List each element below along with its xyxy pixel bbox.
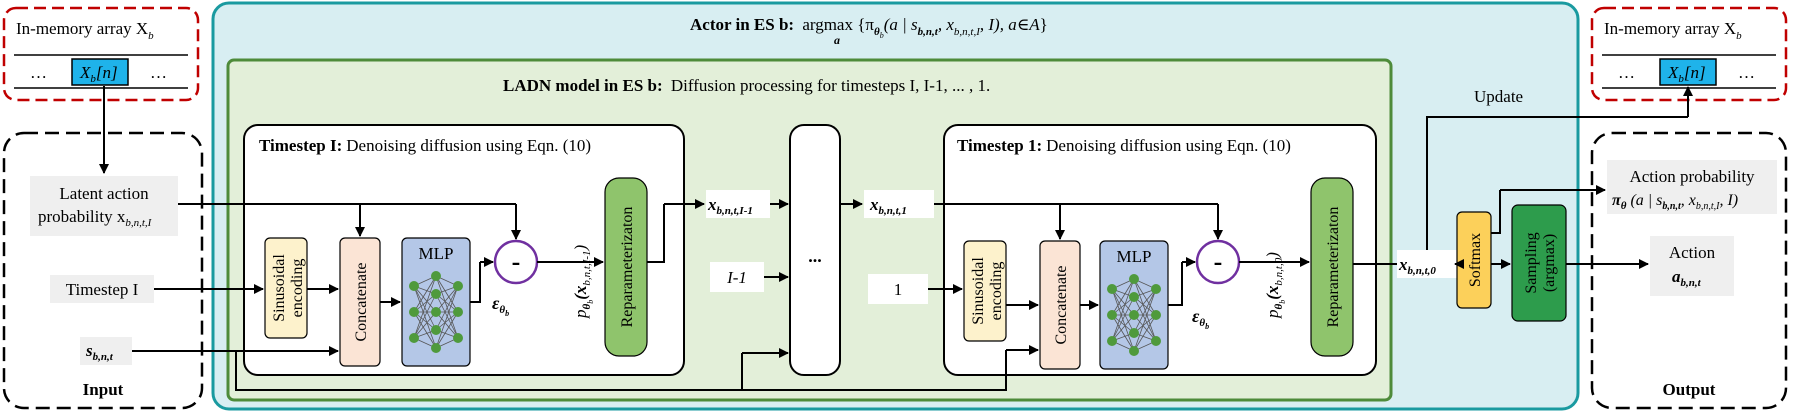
step-one-label: 1 <box>894 280 903 299</box>
ellipsis-label: ... <box>808 246 822 266</box>
memory-left-cell <box>71 58 129 86</box>
action-prob-bg <box>1607 160 1777 214</box>
minus-node-I-symbol: - <box>512 247 521 276</box>
state-input: sb,n,t <box>85 341 114 363</box>
p-label-I: pθb(xb,n,t,I-1) <box>571 244 595 319</box>
input-label: Input <box>83 380 124 399</box>
timestep-input: Timestep I <box>66 280 139 299</box>
action-bg <box>1650 236 1734 296</box>
memory-right-cell <box>1659 58 1717 86</box>
output-label: Output <box>1663 380 1716 399</box>
x-out-label: xb,n,t,I-1 <box>707 195 753 217</box>
reparameterization-I-label: Reparameterizaton <box>619 207 636 328</box>
p-label-1: pθb(xb,n,t,0) <box>1263 252 1287 319</box>
memory-right-dots-left: … <box>1618 63 1635 82</box>
action-prob-line1: Action probability <box>1629 167 1755 186</box>
concatenate-1-label: Concatenate <box>1053 265 1070 344</box>
connection-wires <box>99 86 1693 391</box>
memory-left-dots-left: … <box>30 63 47 82</box>
concatenate-I-label: Concatenate <box>353 262 370 341</box>
minus-node-1-symbol: - <box>1214 247 1223 276</box>
step-label-bg <box>710 262 764 292</box>
action-line1: Action <box>1669 243 1716 262</box>
x0-label: xb,n,t,0 <box>1398 255 1436 277</box>
x-in-label-bg <box>864 190 934 218</box>
latent-line2: probability xb,n,t,I <box>38 207 153 229</box>
memory-array-left <box>2 6 200 102</box>
input-box <box>2 131 204 410</box>
actor-argmax-var: a <box>834 33 840 47</box>
memory-right-dots-right: … <box>1738 63 1755 82</box>
mlp-1-label: MLP <box>1117 247 1152 266</box>
x-out-label-bg <box>706 190 770 218</box>
memory-array-left-title: In-memory array Xb <box>16 19 154 42</box>
sinusoidal-encoding-I-label: Sinusoidalencoding <box>271 254 306 322</box>
action-prob-line2: πθ (a | sb,n,t, xb,n,t,I, I) <box>1612 192 1738 212</box>
timestep-input-bg <box>50 275 154 303</box>
mlp-1-network-icon <box>1107 274 1161 356</box>
memory-right-cell-label: Xb[n] <box>1667 63 1706 85</box>
eps-I: εθb <box>492 293 509 318</box>
softmax-label: Softmax <box>1467 233 1484 287</box>
actor-title: Actor in ES b: argmax {πθb(a | sb,n,t, x… <box>690 15 1048 40</box>
update-label: Update <box>1474 87 1523 106</box>
memory-array-right-title: In-memory array Xb <box>1604 19 1742 42</box>
reparameterization-I <box>604 177 648 357</box>
reparameterization-1 <box>1310 177 1354 357</box>
sinusoidal-encoding-1 <box>963 240 1007 342</box>
reparameterization-1-label: Reparameterizaton <box>1325 207 1342 328</box>
mlp-I-network-icon <box>409 271 463 353</box>
x0-label-bg <box>1397 250 1459 278</box>
latent-label-bg <box>30 176 178 236</box>
step-label: I-1 <box>726 268 747 287</box>
latent-line1: Latent action <box>59 184 149 203</box>
timestep-I-title: Timestep I:Denoising diffusion using Eqn… <box>259 136 591 155</box>
action-line2: ab,n,t <box>1672 267 1702 289</box>
timestep-1-title: Timestep 1:Denoising diffusion using Eqn… <box>957 136 1291 155</box>
eps-1: εθb <box>1192 306 1209 331</box>
memory-left-cell-label: Xb[n] <box>79 63 118 85</box>
x-in-label: xb,n,t,1 <box>869 195 907 217</box>
state-input-bg <box>80 337 132 365</box>
ladn-title: LADN model in ES b: Diffusion processing… <box>503 76 990 95</box>
mlp-I-label: MLP <box>419 244 454 263</box>
ellipsis-box <box>789 124 841 376</box>
sinusoidal-encoding-1-label: Sinusoidalencoding <box>970 257 1005 325</box>
sampling-label: Sampling(argmax) <box>1523 232 1558 293</box>
step-one-bg <box>868 274 928 304</box>
memory-left-dots-right: … <box>150 63 167 82</box>
